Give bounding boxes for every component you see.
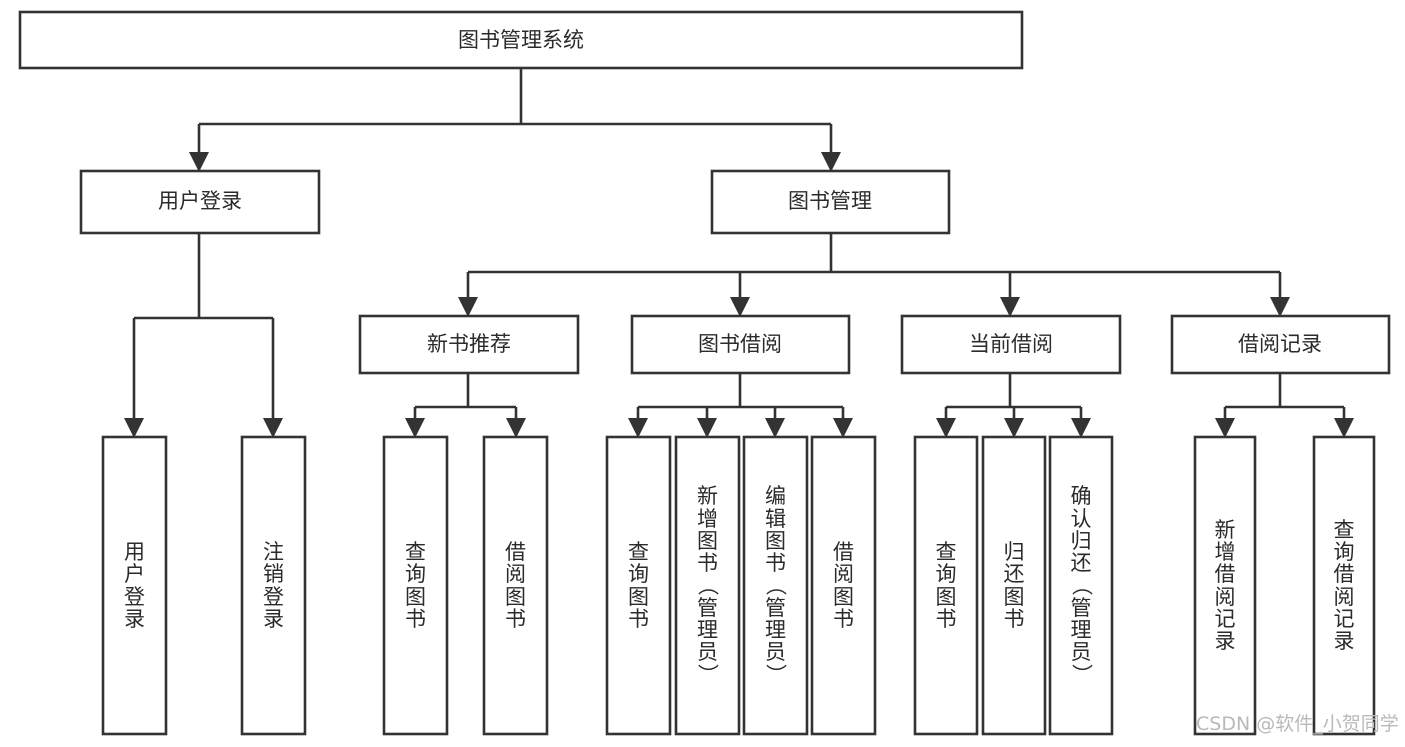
- node-book-borrowing[interactable]: 图书借阅: [630, 314, 851, 375]
- node-root-rect[interactable]: [18, 10, 1024, 70]
- node-root-label: 图书管理系统: [458, 28, 584, 52]
- leaf-node-rect[interactable]: [101, 435, 168, 736]
- arrow-to-borrow-record: [1270, 297, 1290, 317]
- arrow-to-new-book-rec: [458, 297, 478, 317]
- connector-group-bookmgmt-to-level3: [458, 233, 1290, 317]
- node-book-borrowing-rect[interactable]: [630, 314, 851, 375]
- arrow-to-user-login: [189, 152, 209, 172]
- connector-group-newbook-to-leaves: [405, 373, 526, 438]
- connector-group-root-to-level2: [189, 68, 841, 172]
- leaf-node-rect[interactable]: [605, 435, 672, 736]
- arrow-to-book-mgmt: [821, 152, 841, 172]
- arrow-leaf-logout-login: [263, 418, 283, 438]
- leaf-node-rect[interactable]: [1193, 435, 1257, 736]
- arrow-leaf-add-record: [1215, 418, 1235, 438]
- node-book-management-label: 图书管理: [788, 189, 872, 213]
- arrow-leaf-query-book-1: [405, 418, 425, 438]
- arrow-leaf-query-record: [1334, 418, 1354, 438]
- node-user-login-rect[interactable]: [79, 169, 321, 235]
- node-current-borrowing-label: 当前借阅: [969, 332, 1053, 356]
- node-borrow-record-label: 借阅记录: [1238, 332, 1322, 356]
- arrow-leaf-borrow-book-2: [833, 418, 853, 438]
- leaf-node-rect[interactable]: [382, 435, 449, 736]
- leaf-node-rect[interactable]: [240, 435, 307, 736]
- connector-group-userlogin-to-leaves: [124, 233, 283, 438]
- arrow-leaf-edit-book: [765, 418, 785, 438]
- node-new-book-recommendation[interactable]: 新书推荐: [358, 314, 580, 375]
- node-borrow-record[interactable]: 借阅记录: [1170, 314, 1391, 375]
- leaf-node-rect[interactable]: [1312, 435, 1376, 736]
- arrow-leaf-query-book-2: [628, 418, 648, 438]
- leaf-node-rect[interactable]: [674, 435, 741, 736]
- node-new-book-recommendation-rect[interactable]: [358, 314, 580, 375]
- leaf-node-rect[interactable]: [742, 435, 809, 736]
- leaf-node-rect[interactable]: [810, 435, 877, 736]
- node-root[interactable]: 图书管理系统: [18, 10, 1024, 70]
- node-book-management[interactable]: 图书管理: [710, 169, 951, 235]
- watermark-text: CSDN @软件_小贺同学: [1196, 713, 1399, 735]
- arrow-to-current-borrow: [1000, 297, 1020, 317]
- leaf-node-rect[interactable]: [1048, 435, 1114, 736]
- leaf-node-rect[interactable]: [482, 435, 549, 736]
- node-user-login-label: 用户登录: [158, 189, 242, 213]
- connector-group-currentborrow-to-leaves: [936, 373, 1091, 438]
- arrow-leaf-return-book: [1004, 418, 1024, 438]
- arrow-leaf-add-book: [697, 418, 717, 438]
- node-book-borrowing-label: 图书借阅: [698, 332, 782, 356]
- arrow-leaf-query-book-3: [936, 418, 956, 438]
- node-book-management-rect[interactable]: [710, 169, 951, 235]
- arrow-to-book-borrow: [730, 297, 750, 317]
- leaf-node-rect[interactable]: [913, 435, 979, 736]
- arrow-leaf-user-login: [124, 418, 144, 438]
- leaf-node-rect-group: [101, 435, 1376, 736]
- node-user-login[interactable]: 用户登录: [79, 169, 321, 235]
- node-current-borrowing[interactable]: 当前借阅: [900, 314, 1122, 375]
- arrow-leaf-confirm-return: [1071, 418, 1091, 438]
- arrow-leaf-borrow-book-1: [506, 418, 526, 438]
- connector-group-borrowrecord-to-leaves: [1215, 373, 1354, 438]
- node-current-borrowing-rect[interactable]: [900, 314, 1122, 375]
- node-new-book-recommendation-label: 新书推荐: [427, 332, 511, 356]
- connector-group-bookborrow-to-leaves: [628, 373, 853, 438]
- node-borrow-record-rect[interactable]: [1170, 314, 1391, 375]
- leaf-node-rect[interactable]: [981, 435, 1047, 736]
